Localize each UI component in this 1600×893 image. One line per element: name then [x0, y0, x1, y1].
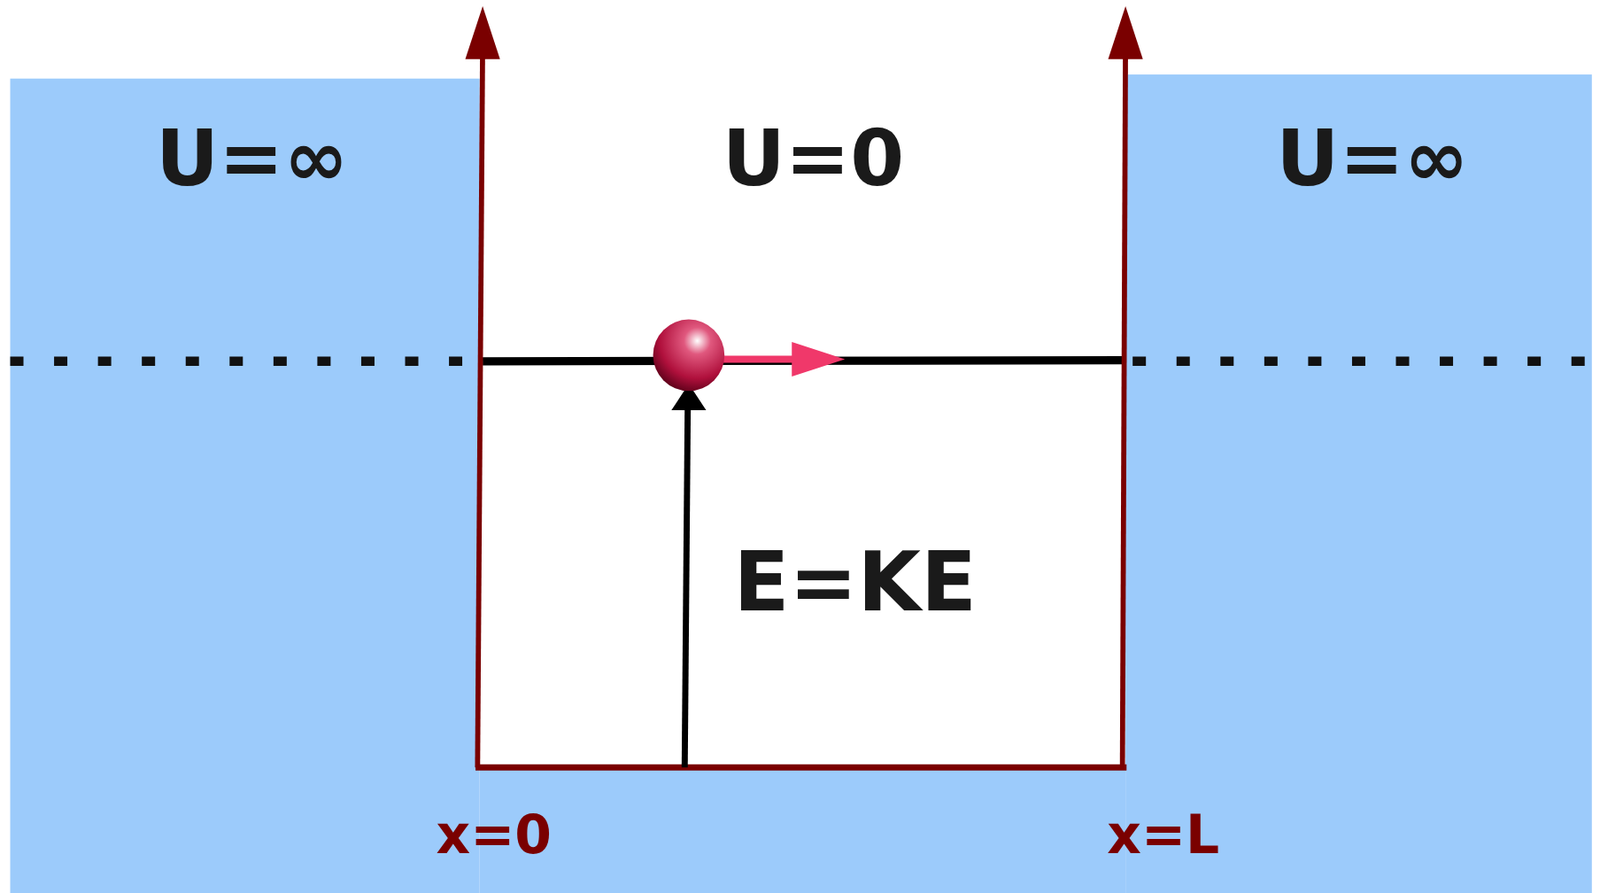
- axis-arrowhead: [1108, 6, 1144, 60]
- well-wall: [1122, 40, 1126, 767]
- axis-arrowhead: [465, 6, 501, 60]
- well-wall: [477, 40, 483, 767]
- energy-dotted-line: [1132, 356, 1593, 366]
- well-floor: [475, 764, 1127, 771]
- position-label: x=L: [1106, 808, 1220, 862]
- velocity-arrowhead: [791, 341, 845, 377]
- position-label: x=0: [436, 808, 553, 862]
- potential-label: U=∞: [1275, 120, 1469, 199]
- potential-label: U=0: [722, 120, 905, 199]
- energy-label: E=KE: [733, 541, 977, 623]
- potential-label: U=∞: [155, 120, 348, 199]
- infinite-potential-region: [10, 78, 480, 893]
- energy-dotted-line: [10, 356, 475, 366]
- energy-arrow: [684, 402, 688, 767]
- well-floor-region: [479, 766, 1126, 893]
- infinite-potential-region: [1125, 74, 1593, 893]
- particle: [653, 319, 726, 392]
